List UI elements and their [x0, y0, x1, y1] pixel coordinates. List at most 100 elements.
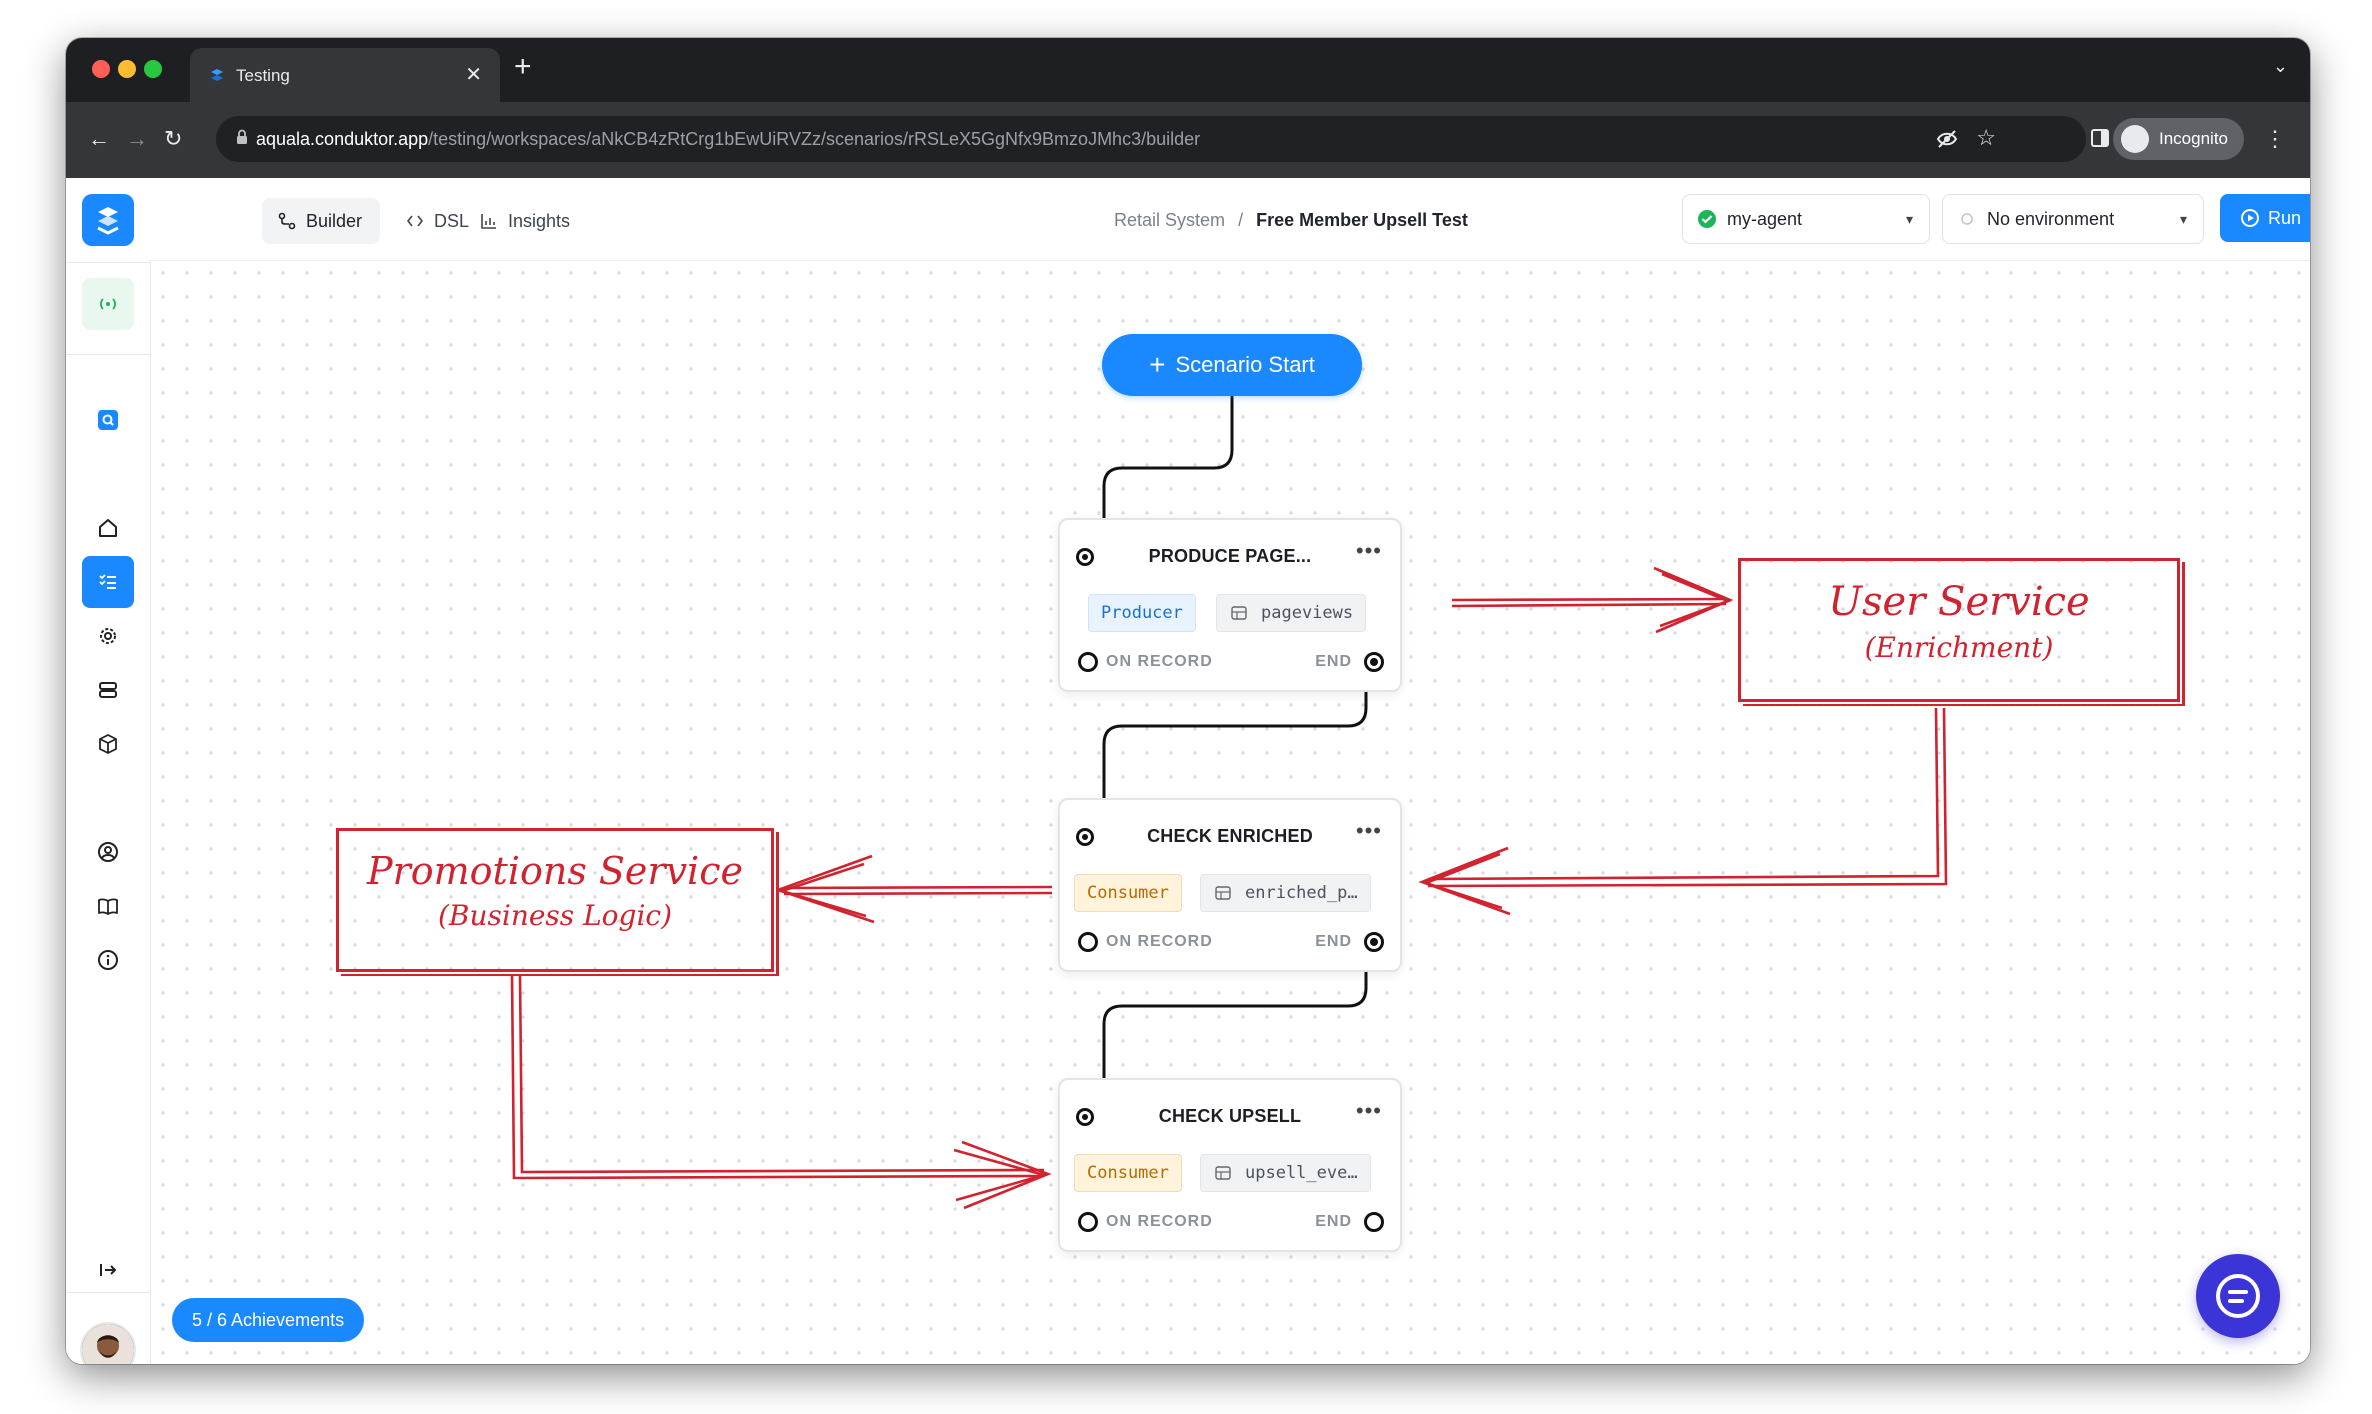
- home-button[interactable]: [82, 502, 134, 554]
- breadcrumb-separator: /: [1238, 210, 1244, 230]
- chat-support-button[interactable]: [2196, 1254, 2280, 1338]
- topic-name: pageviews: [1261, 603, 1354, 623]
- url-field[interactable]: aquala.conduktor.app/testing/workspaces/…: [216, 116, 2086, 162]
- back-arrow-icon[interactable]: ←: [88, 126, 110, 151]
- sidebar: [66, 178, 151, 1364]
- end-label: END: [1315, 1213, 1352, 1230]
- avatar-image: [82, 1324, 134, 1364]
- topic-badge[interactable]: upsell_eve…: [1200, 1154, 1371, 1192]
- more-options-icon[interactable]: •••: [1355, 1098, 1382, 1123]
- bookmark-star-icon[interactable]: ☆: [1976, 125, 1996, 150]
- input-port[interactable]: [1076, 548, 1094, 566]
- achievements-badge[interactable]: 5 / 6 Achievements: [172, 1298, 365, 1342]
- close-tab-icon[interactable]: ✕: [465, 64, 482, 86]
- conduktor-logo[interactable]: [82, 194, 134, 246]
- gear-icon: [100, 628, 116, 644]
- incognito-label: Incognito: [2159, 129, 2228, 148]
- side-panel-icon[interactable]: [2090, 128, 2110, 148]
- browser-tab[interactable]: Testing ✕: [190, 48, 500, 102]
- eye-off-icon[interactable]: [1936, 128, 1958, 150]
- on-record-port[interactable]: ON RECORD: [1078, 932, 1213, 952]
- chevron-down-icon: ▾: [2179, 211, 2187, 227]
- query-button[interactable]: [82, 394, 134, 446]
- agent-status-button[interactable]: [82, 278, 134, 330]
- tab-insights[interactable]: Insights: [464, 198, 588, 244]
- address-bar-row: ← → ↻ aquala.conduktor.app/testing/works…: [66, 102, 2310, 178]
- flow-node-produce[interactable]: PRODUCE PAGE... ••• Producer pageviews O…: [1058, 518, 1402, 692]
- annotation-user-service-sub: (Enrichment): [1864, 631, 2054, 664]
- table-icon: [1231, 606, 1247, 620]
- conduktor-logo-icon: [97, 207, 119, 235]
- breadcrumb: Retail System / Free Member Upsell Test: [1114, 210, 1468, 231]
- agent-select-value: my-agent: [1727, 209, 1803, 229]
- collapse-sidebar-button[interactable]: [82, 1250, 134, 1290]
- close-window-button[interactable]: [92, 60, 110, 78]
- user-avatar[interactable]: [80, 1322, 136, 1364]
- more-options-icon[interactable]: •••: [1355, 538, 1382, 563]
- flow-node-check-upsell[interactable]: CHECK UPSELL ••• Consumer upsell_eve… ON…: [1058, 1078, 1402, 1252]
- browser-menu-icon[interactable]: ⋮: [2264, 126, 2286, 151]
- conduktor-favicon-icon: [211, 69, 223, 81]
- scenario-start-button[interactable]: +Scenario Start: [1102, 334, 1362, 396]
- broadcast-icon: [100, 298, 116, 310]
- collapse-arrow-icon: [100, 1264, 117, 1276]
- empty-circle-icon: [1961, 213, 1973, 225]
- url-path: /testing/workspaces/aNkCB4zRtCrg1bEwUiRV…: [428, 129, 1201, 149]
- settings-button[interactable]: [82, 610, 134, 662]
- input-port[interactable]: [1076, 828, 1094, 846]
- storage-button[interactable]: [82, 664, 134, 716]
- home-icon: [99, 519, 117, 537]
- annotation-promotions-service: Promotions Service (Business Logic): [336, 828, 774, 972]
- output-port[interactable]: [1364, 652, 1384, 672]
- lock-icon: [237, 129, 247, 144]
- output-port[interactable]: [1364, 1212, 1384, 1232]
- input-port[interactable]: [1076, 1108, 1094, 1126]
- incognito-badge[interactable]: Incognito: [2113, 118, 2244, 160]
- maximize-window-button[interactable]: [144, 60, 162, 78]
- cube-icon: [99, 734, 117, 754]
- more-options-icon[interactable]: •••: [1355, 818, 1382, 843]
- forward-arrow-icon[interactable]: →: [126, 126, 148, 151]
- node-title: PRODUCE PAGE...: [1148, 546, 1312, 566]
- tab-builder-label: Builder: [306, 211, 363, 231]
- server-icon: [99, 682, 117, 698]
- chart-icon: [481, 214, 496, 229]
- annotation-user-service-title: User Service: [1828, 579, 2090, 625]
- table-icon: [1215, 1166, 1231, 1180]
- book-icon: [98, 898, 118, 915]
- docs-button[interactable]: [82, 880, 134, 932]
- tab-strip: Testing ✕ + ⌄: [66, 38, 2310, 102]
- node-kind-badge: Consumer: [1074, 874, 1182, 912]
- run-button[interactable]: Run: [2220, 194, 2310, 242]
- packages-button[interactable]: [82, 718, 134, 770]
- topic-badge[interactable]: pageviews: [1216, 594, 1367, 632]
- code-icon: [406, 215, 424, 227]
- topbar: Builder DSL Insights Retail System / Fre…: [150, 178, 2310, 261]
- tab-dsl[interactable]: DSL: [390, 198, 487, 244]
- scenarios-button[interactable]: [82, 556, 134, 608]
- tab-insights-label: Insights: [508, 211, 571, 231]
- breadcrumb-parent[interactable]: Retail System: [1114, 210, 1226, 230]
- tab-builder[interactable]: Builder: [262, 198, 381, 244]
- agent-select[interactable]: my-agent ▾: [1682, 194, 1930, 244]
- chevron-down-icon: ▾: [1905, 211, 1913, 227]
- topic-badge[interactable]: enriched_p…: [1200, 874, 1371, 912]
- tab-search-chevron-icon[interactable]: ⌄: [2272, 56, 2288, 76]
- topic-name: upsell_eve…: [1245, 1163, 1358, 1183]
- table-icon: [1215, 886, 1231, 900]
- minimize-window-button[interactable]: [118, 60, 136, 78]
- annotation-promotions-title: Promotions Service: [367, 849, 743, 893]
- on-record-port[interactable]: ON RECORD: [1078, 652, 1213, 672]
- flow-node-check-enriched[interactable]: CHECK ENRICHED ••• Consumer enriched_p… …: [1058, 798, 1402, 972]
- node-kind-badge: Producer: [1088, 594, 1196, 632]
- node-title: CHECK ENRICHED: [1147, 826, 1313, 846]
- output-port[interactable]: [1364, 932, 1384, 952]
- environment-select[interactable]: No environment ▾: [1942, 194, 2204, 244]
- new-tab-button[interactable]: +: [514, 50, 532, 83]
- on-record-port[interactable]: ON RECORD: [1078, 1212, 1213, 1232]
- info-button[interactable]: [82, 934, 134, 986]
- annotation-promotions-sub: (Business Logic): [437, 899, 673, 932]
- account-button[interactable]: [82, 826, 134, 878]
- reload-icon[interactable]: ↻: [164, 126, 183, 151]
- query-icon: [98, 410, 118, 430]
